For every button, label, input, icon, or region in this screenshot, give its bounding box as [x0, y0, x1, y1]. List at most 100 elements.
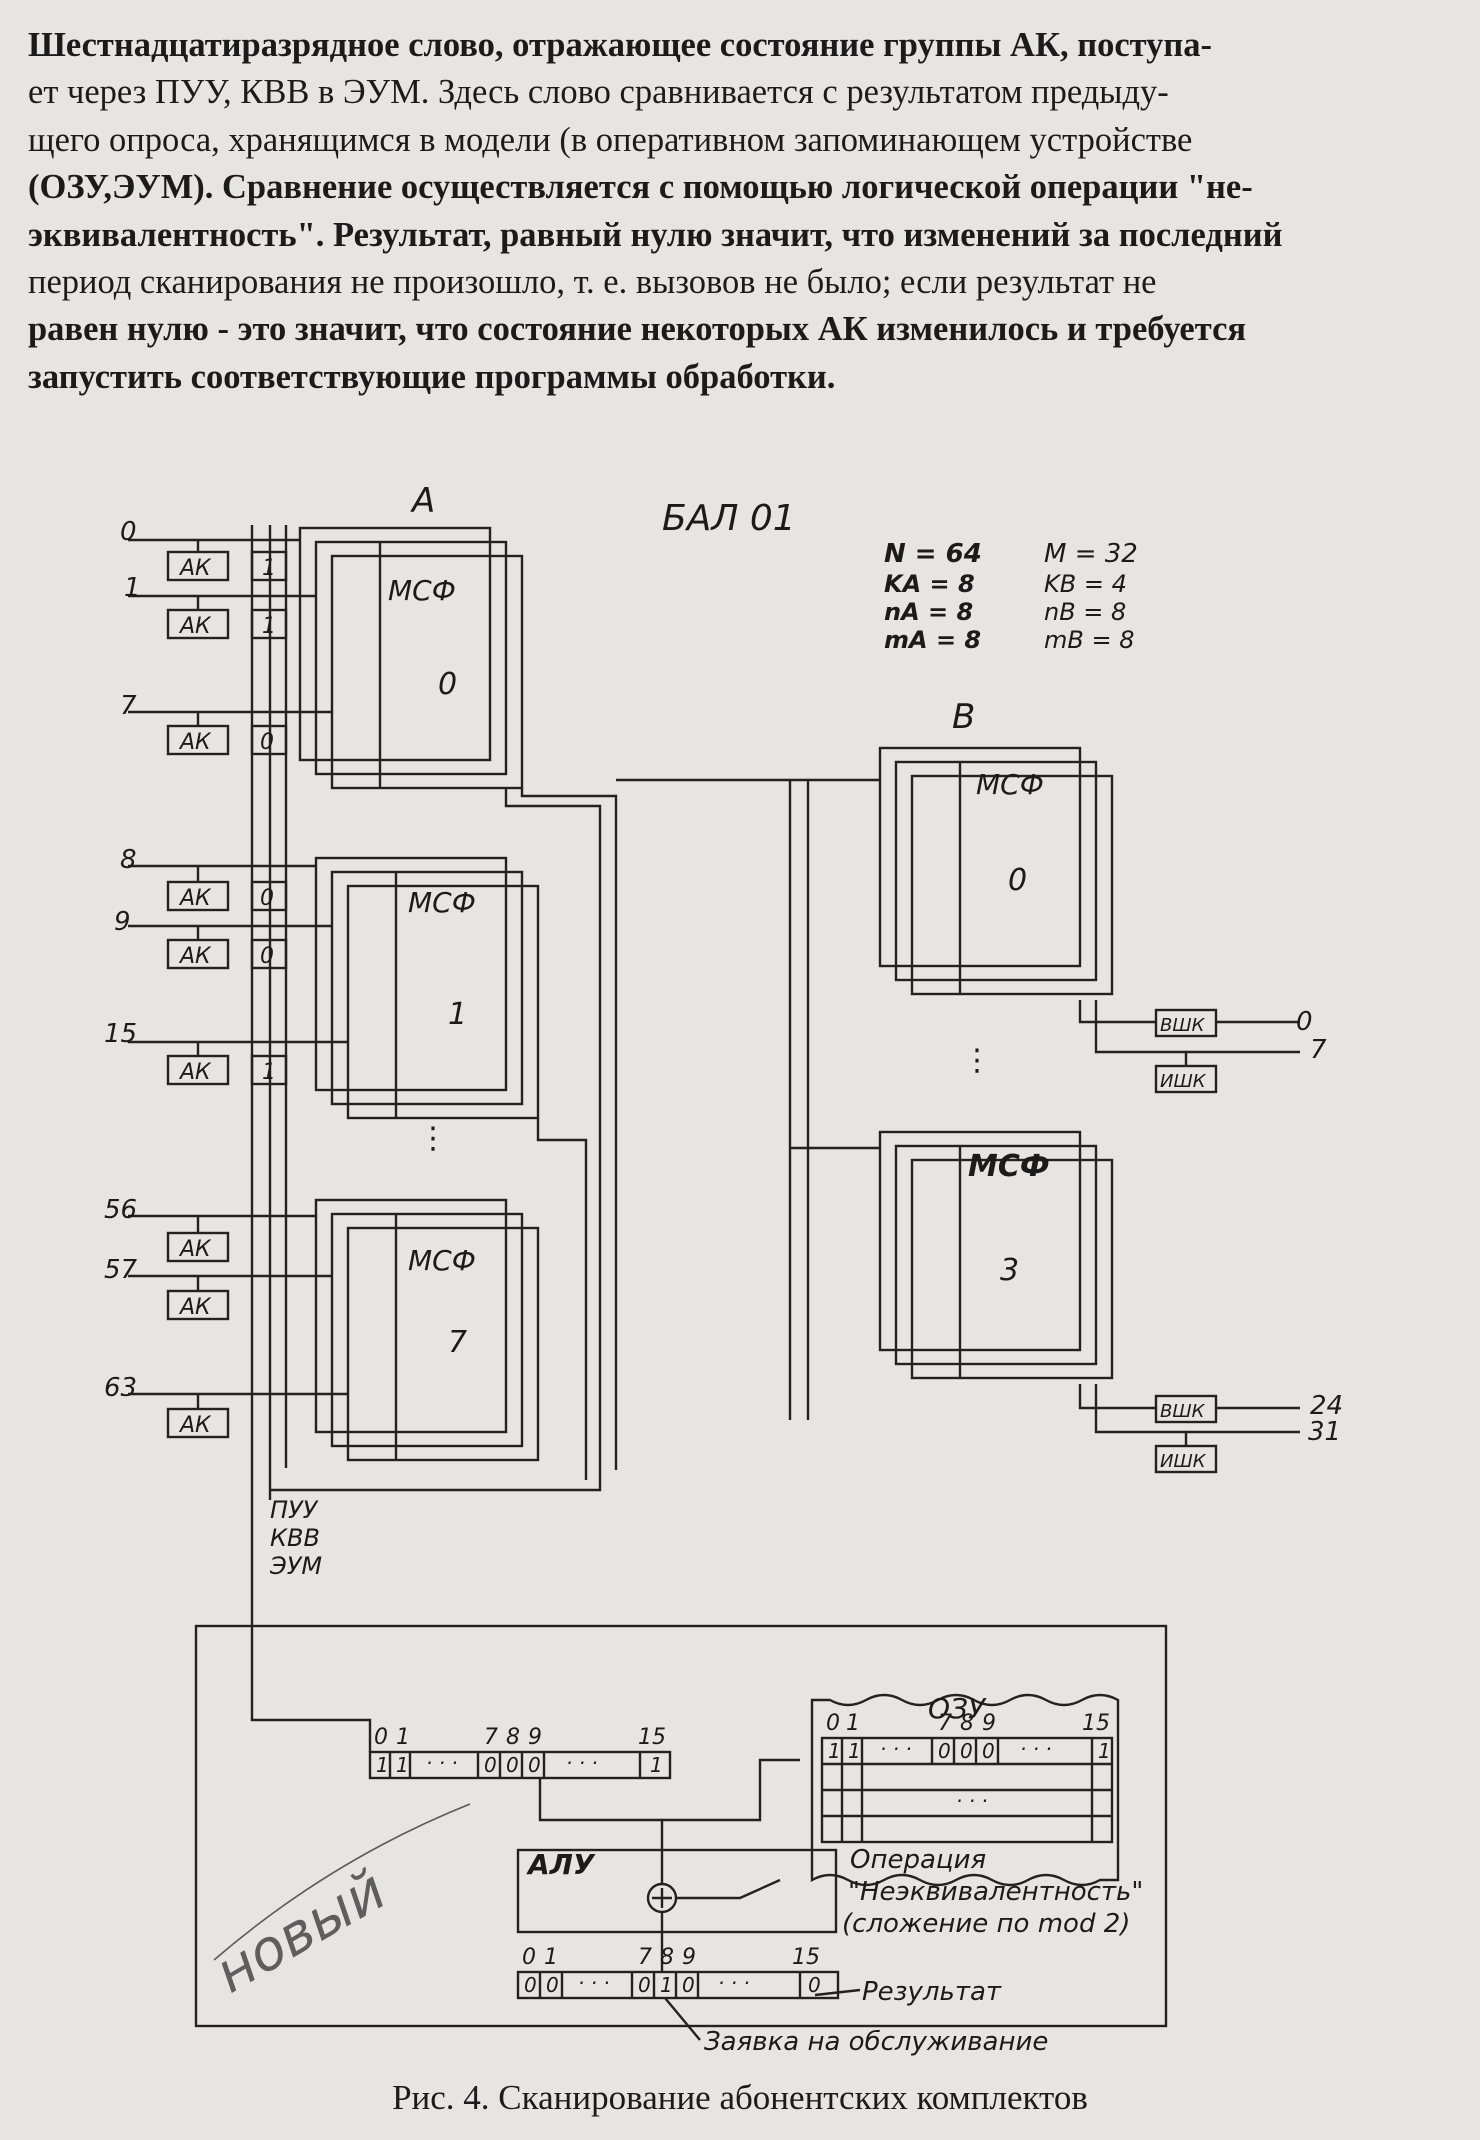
- param-a-1: KА = 8: [884, 570, 975, 598]
- result-bit-1: 0: [546, 1973, 559, 1997]
- paragraph-line-1: Шестнадцатиразрядное слово, отражающее с…: [28, 26, 1213, 64]
- result-register: [516, 1970, 861, 2041]
- paragraph-line-6: период сканирования не произошло, т. е. …: [28, 263, 1157, 302]
- msf-label-a7: МСФ: [408, 1244, 476, 1277]
- ak-label-9: АК: [178, 944, 212, 969]
- ak-label-56: АК: [178, 1237, 212, 1262]
- ak-label-63: АК: [178, 1413, 212, 1438]
- ozu-bit-0: 1: [828, 1739, 841, 1763]
- msf-block-b3: [878, 1130, 1114, 1380]
- param-b-0: M = 32: [1044, 539, 1138, 569]
- result-label: Результат: [862, 1977, 1002, 2007]
- kvv-label: КВВ: [270, 1524, 320, 1552]
- result-bit-15: 0: [808, 1973, 821, 1997]
- ozu-label: ОЗУ: [928, 1692, 987, 1725]
- ab-interconnect: [270, 778, 880, 1492]
- line-number-9: 9: [114, 907, 131, 937]
- line-number-15: 15: [104, 1019, 137, 1049]
- b-number-31: 31: [1308, 1417, 1341, 1447]
- b-number-0: 0: [1296, 1007, 1313, 1037]
- body-paragraph: Шестнадцатиразрядное слово, отражающее с…: [28, 22, 1448, 401]
- msf-label-a1: МСФ: [408, 886, 476, 919]
- ellipsis-b: ⋮: [962, 1043, 992, 1078]
- msf-index-b3: 3: [1000, 1253, 1019, 1288]
- bit-header-input-0: 0: [374, 1725, 388, 1750]
- ozu-bit-header-9: 9: [982, 1711, 996, 1736]
- ozu-bit-9: 0: [982, 1739, 995, 1763]
- input-ellipsis: · · ·: [426, 1751, 458, 1775]
- param-a-3: mА = 8: [884, 626, 981, 654]
- ak-label-1: АК: [178, 614, 212, 639]
- result-bit-7: 0: [638, 1973, 651, 1997]
- figure-caption: Рис. 4. Сканирование абонентских комплек…: [392, 2078, 1088, 2117]
- msf-label-a0: МСФ: [388, 574, 456, 607]
- line-number-57: 57: [104, 1255, 138, 1285]
- result-ellipsis-2: · · ·: [718, 1971, 750, 1995]
- ak-label-57: АК: [178, 1295, 212, 1320]
- line-number-63: 63: [104, 1373, 137, 1403]
- b-number-7: 7: [1310, 1035, 1327, 1065]
- bit-header-input-15: 15: [638, 1725, 666, 1750]
- msf-label-b3: МСФ: [968, 1149, 1050, 1184]
- msf-block-a0: [298, 526, 524, 790]
- input-bit-8: 0: [506, 1753, 519, 1777]
- ak-state-8: 0: [260, 886, 274, 911]
- ak-label-8: АК: [178, 886, 212, 911]
- request-label: Заявка на обслуживание: [704, 2027, 1048, 2057]
- ak-label-15: АК: [178, 1060, 212, 1085]
- bit-header-input-8: 8: [506, 1725, 520, 1750]
- ellipsis-a: ⋮: [418, 1121, 448, 1156]
- ak-boxes: [166, 550, 230, 1439]
- line-number-0: 0: [120, 517, 137, 547]
- ozu-bit-7: 0: [938, 1739, 951, 1763]
- handwritten-underline: [213, 1803, 471, 1961]
- ak-state-0: 1: [262, 556, 276, 581]
- input-ellipsis-2: · · ·: [566, 1751, 598, 1775]
- msf-index-a7: 7: [448, 1325, 467, 1360]
- ozu-ellipsis: · · ·: [880, 1737, 912, 1761]
- ak-input-lines: [128, 538, 348, 1409]
- alu-label: АЛУ: [526, 1848, 596, 1881]
- param-a-2: nА = 8: [884, 598, 973, 626]
- ak-state-7: 0: [260, 730, 274, 755]
- ozu-bit-header-0: 0: [826, 1711, 840, 1736]
- input-word-register: [368, 1750, 672, 1780]
- ak-label-7: АК: [178, 730, 212, 755]
- input-bit-9: 0: [528, 1753, 541, 1777]
- paragraph-line-4: (ОЗУ,ЭУМ). Сравнение осуществляется с по…: [28, 168, 1253, 207]
- result-bit-header-7: 7: [638, 1945, 652, 1970]
- result-bit-header-1: 1: [544, 1945, 558, 1970]
- result-bit-8: 1: [660, 1973, 673, 1997]
- b-number-24: 24: [1310, 1391, 1343, 1421]
- msf-index-b0: 0: [1008, 863, 1027, 898]
- operation-line-3: (сложение по mod 2): [842, 1909, 1130, 1939]
- msf-index-a0: 0: [438, 667, 457, 702]
- bit-header-input-7: 7: [484, 1725, 498, 1750]
- result-bit-0: 0: [524, 1973, 537, 1997]
- ozu-bit-header-15: 15: [1082, 1711, 1110, 1736]
- vshk-label-2: ВШК: [1160, 1401, 1206, 1422]
- result-bit-9: 0: [682, 1973, 695, 1997]
- msf-block-a7: [314, 1198, 540, 1462]
- block-b-label: В: [952, 697, 975, 737]
- result-bit-header-15: 15: [792, 1945, 820, 1970]
- shk-blocks: [1078, 1000, 1300, 1474]
- block-a-label: А: [410, 481, 435, 521]
- line-number-56: 56: [104, 1195, 137, 1225]
- paragraph-line-3: щего опроса, хранящимся в модели (в опер…: [28, 120, 1193, 159]
- line-number-8: 8: [120, 845, 137, 875]
- bit-header-input-9: 9: [528, 1725, 542, 1750]
- msf-block-a1: [314, 856, 540, 1120]
- param-b-2: nВ = 8: [1044, 598, 1126, 626]
- param-a-0: N = 64: [884, 539, 982, 569]
- input-bit-1: 1: [396, 1753, 409, 1777]
- input-word-path: [250, 1560, 372, 1752]
- ozu-ellipsis-rows: · · ·: [956, 1789, 988, 1813]
- ak-state-9: 0: [260, 944, 274, 969]
- puu-label: ПУУ: [270, 1496, 319, 1524]
- msf-block-b0: [878, 746, 1114, 996]
- input-bit-0: 1: [376, 1753, 389, 1777]
- ak-state-1: 1: [262, 614, 276, 639]
- paragraph-line-8: запустить соответствующие программы обра…: [28, 357, 836, 396]
